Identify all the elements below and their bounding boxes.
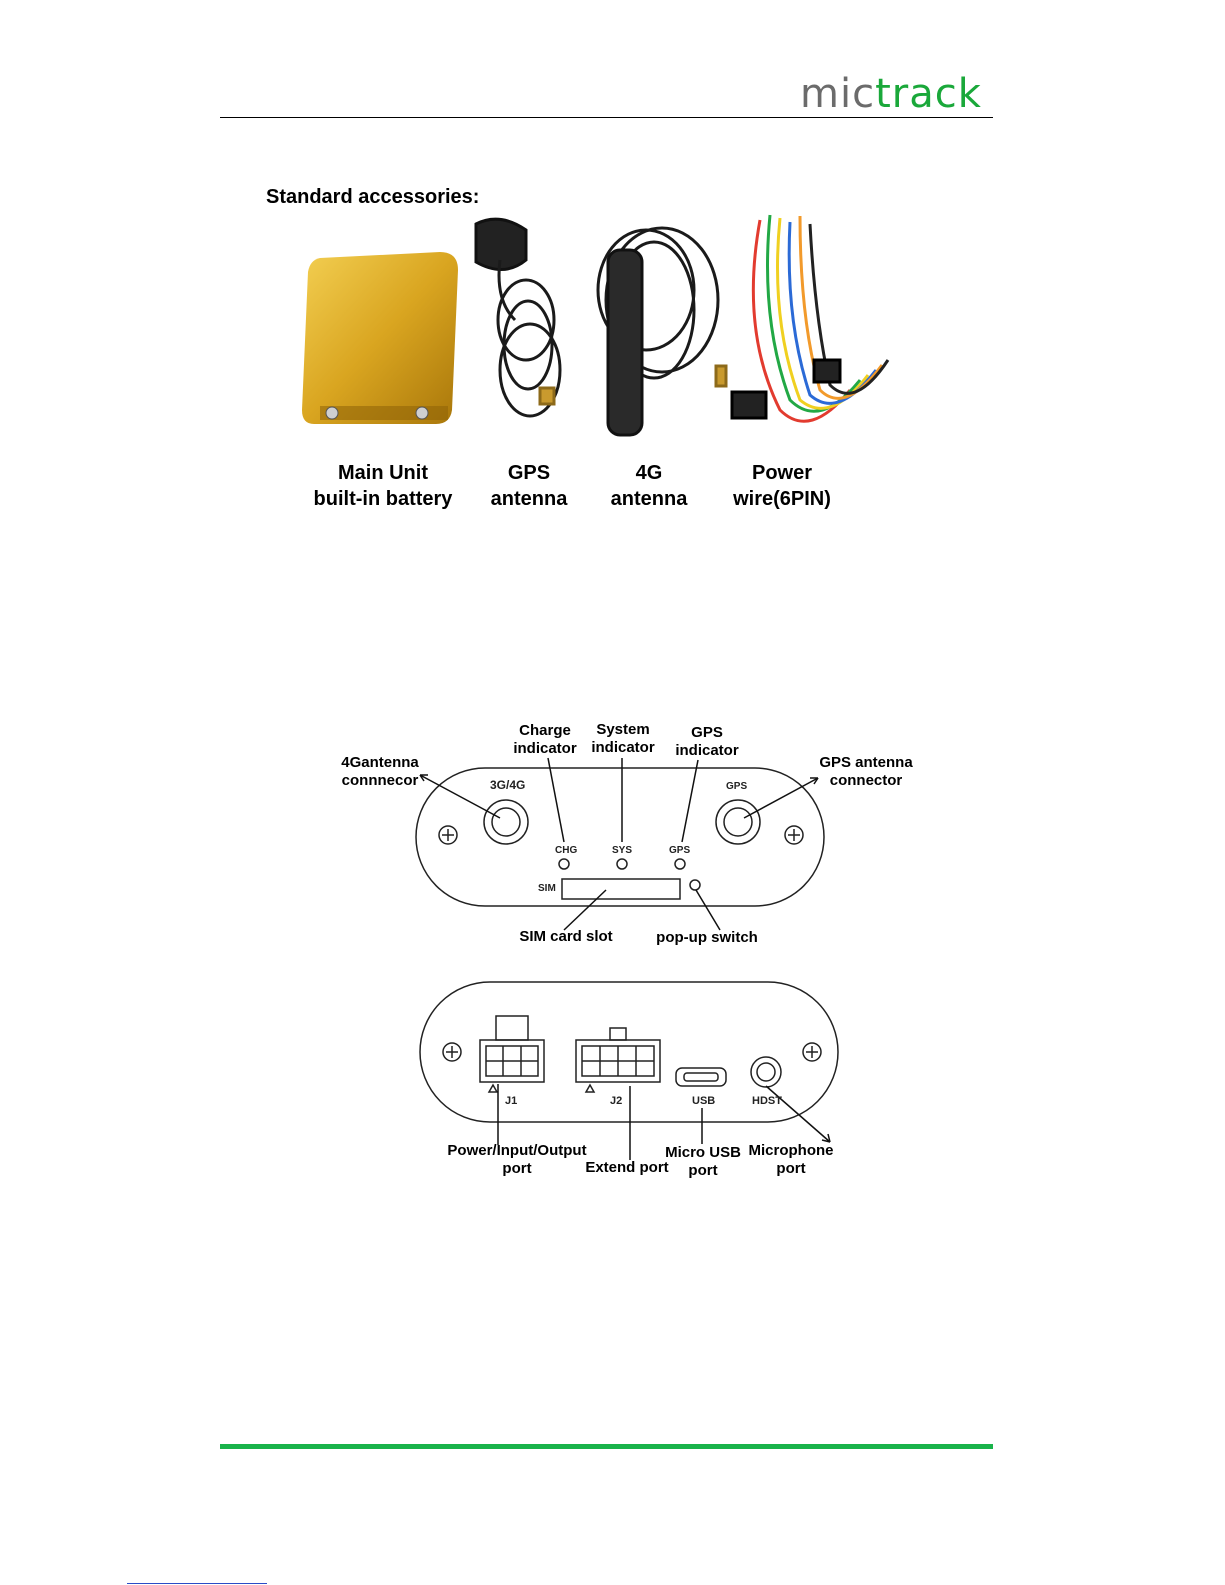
sys-marking: SYS: [612, 845, 632, 856]
back-panel-diagram: [419, 981, 839, 1123]
label-line: port: [502, 1160, 532, 1177]
caption-line: GPS: [507, 462, 551, 484]
label-line: port: [688, 1162, 718, 1179]
usb-marking: USB: [692, 1095, 715, 1107]
label-power-port: Power/Input/Output port: [436, 1142, 598, 1178]
lte-antenna-image: [596, 226, 728, 437]
caption-line: Main Unit: [338, 462, 428, 484]
label-micro-usb-port: Micro USB port: [660, 1144, 746, 1180]
label-line: System: [596, 721, 650, 738]
front-panel-markings: 3G/4G GPS CHG SYS GPS SIM: [490, 778, 747, 894]
main-unit-image: [302, 252, 458, 424]
main-unit-caption: Main Unit built-in battery: [300, 460, 466, 512]
caption-line: Power: [751, 462, 813, 484]
accessories-title: Standard accessories:: [266, 186, 480, 208]
label-gps-indicator: GPS indicator: [662, 724, 752, 760]
gps-antenna-image: [474, 217, 562, 418]
label-gps-antenna-connector: GPS antenna connector: [814, 754, 918, 790]
label-line: connnecor: [341, 772, 419, 789]
footer-divider: [220, 1444, 993, 1449]
label-line: indicator: [591, 739, 655, 756]
lte-antenna-caption: 4G antenna: [594, 460, 704, 512]
label-popup-switch: pop-up switch: [656, 929, 758, 946]
chg-marking: CHG: [555, 845, 577, 856]
sim-marking: SIM: [538, 883, 556, 894]
gps-led-marking: GPS: [669, 845, 690, 856]
back-panel-leaders: [497, 1084, 831, 1160]
caption-line: wire(6PIN): [733, 488, 831, 510]
label-line: Microphone: [748, 1142, 834, 1159]
label-line: GPS antenna: [819, 754, 913, 771]
label-4g-antenna: 4Gantenna connnecor: [330, 754, 430, 790]
logo-text-mic: mic: [800, 71, 876, 117]
front-panel-leaders: [419, 757, 819, 931]
label-system-indicator: System indicator: [578, 721, 668, 757]
header-divider: [220, 117, 993, 118]
label-line: port: [776, 1160, 806, 1177]
hdst-marking: HDST: [752, 1095, 782, 1107]
band-marking: 3G/4G: [490, 778, 525, 792]
label-microphone-port: Microphone port: [744, 1142, 838, 1178]
brand-logo: mictrack: [800, 74, 982, 114]
gps-marking: GPS: [726, 781, 747, 792]
power-wire-image: [730, 214, 890, 423]
label-sim-card-slot: SIM card slot: [519, 928, 613, 945]
label-line: Micro USB: [665, 1144, 741, 1161]
footer-link-underline[interactable]: [127, 1583, 267, 1584]
caption-line: 4G: [635, 462, 663, 484]
label-extend-port: Extend port: [585, 1159, 669, 1176]
front-panel-diagram: [415, 767, 825, 907]
label-charge-indicator: Charge indicator: [500, 722, 590, 758]
logo-text-track: track: [875, 71, 982, 117]
gps-antenna-caption: GPS antenna: [474, 460, 584, 512]
accessories-photo: [302, 214, 890, 437]
j2-marking: J2: [610, 1095, 622, 1107]
power-wire-caption: Power wire(6PIN): [720, 460, 844, 512]
caption-line: antenna: [490, 488, 568, 510]
label-line: Power/Input/Output: [447, 1142, 587, 1159]
label-line: connector: [829, 772, 903, 789]
label-line: indicator: [513, 740, 577, 757]
label-line: Charge: [519, 722, 571, 739]
label-line: 4Gantenna: [341, 754, 419, 771]
back-panel-markings: J1 J2 USB HDST: [505, 1095, 782, 1107]
caption-line: antenna: [610, 488, 688, 510]
caption-line: built-in battery: [313, 488, 453, 510]
j1-marking: J1: [505, 1095, 517, 1107]
label-line: GPS: [691, 724, 723, 741]
label-line: indicator: [675, 742, 739, 759]
